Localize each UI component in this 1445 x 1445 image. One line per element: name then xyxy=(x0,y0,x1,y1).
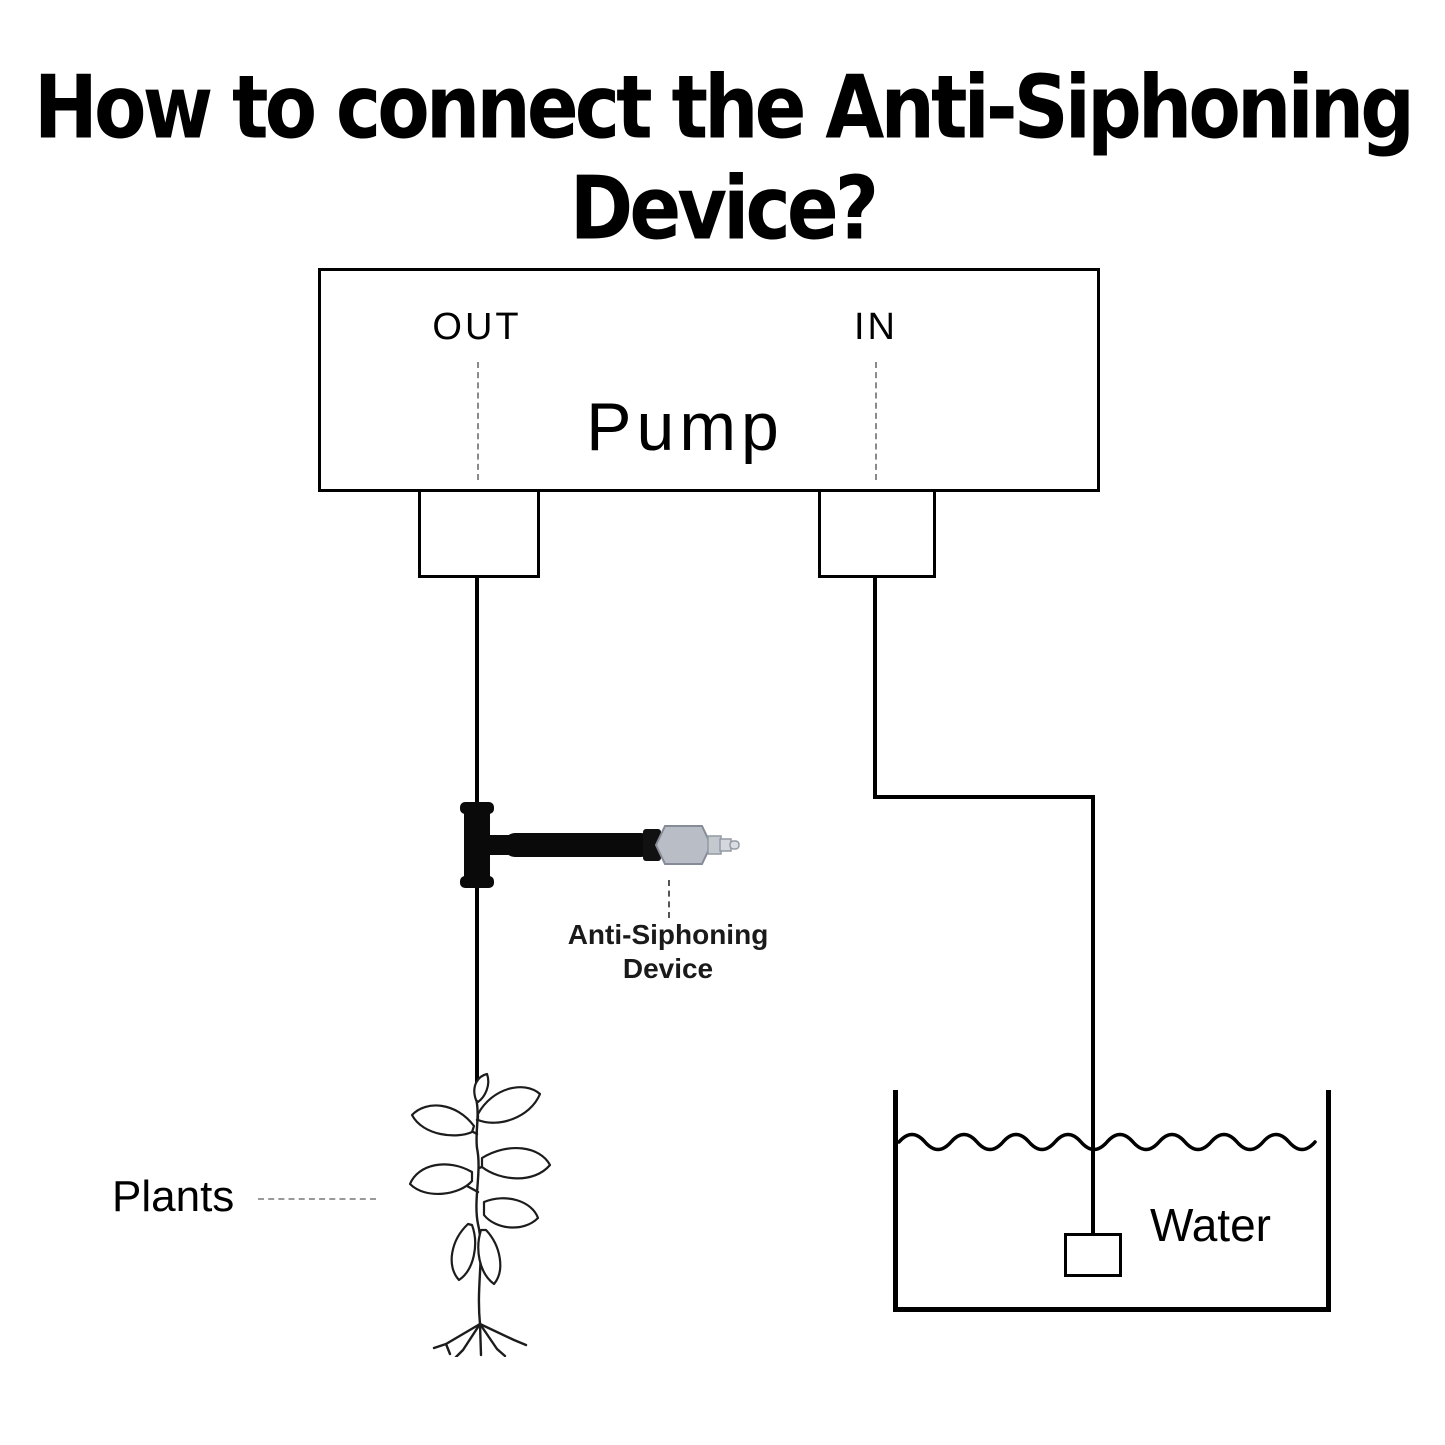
pump-box xyxy=(318,268,1100,492)
in-label: IN xyxy=(854,306,898,348)
out-label: OUT xyxy=(432,306,522,348)
device-label: Anti-Siphoning Device xyxy=(508,918,828,986)
pump-label: Pump xyxy=(586,389,784,465)
in-guide-dashed-line xyxy=(875,362,877,480)
in-pipe-horizontal xyxy=(873,795,1095,799)
pump-in-port xyxy=(818,492,936,578)
water-label: Water xyxy=(1150,1199,1271,1251)
water-tank xyxy=(893,1090,1331,1312)
plant-illustration xyxy=(408,1072,552,1357)
pump-intake-block xyxy=(1064,1233,1122,1277)
pump-out-port xyxy=(418,492,540,578)
anti-siphoning-device-illustration xyxy=(460,802,740,888)
plants-pointer-dashed-line xyxy=(258,1198,376,1200)
plants-label: Plants xyxy=(112,1172,235,1221)
device-label-line1: Anti-Siphoning xyxy=(567,919,769,950)
in-pipe-vertical-lower xyxy=(1091,795,1095,1235)
device-label-line2: Device xyxy=(622,953,714,984)
page-title: How to connect the Anti-Siphoning Device… xyxy=(33,58,1415,260)
device-pointer-dashed-line xyxy=(668,880,670,918)
in-pipe-vertical-upper xyxy=(873,578,877,799)
out-guide-dashed-line xyxy=(477,362,479,480)
water-wave xyxy=(897,1132,1317,1152)
